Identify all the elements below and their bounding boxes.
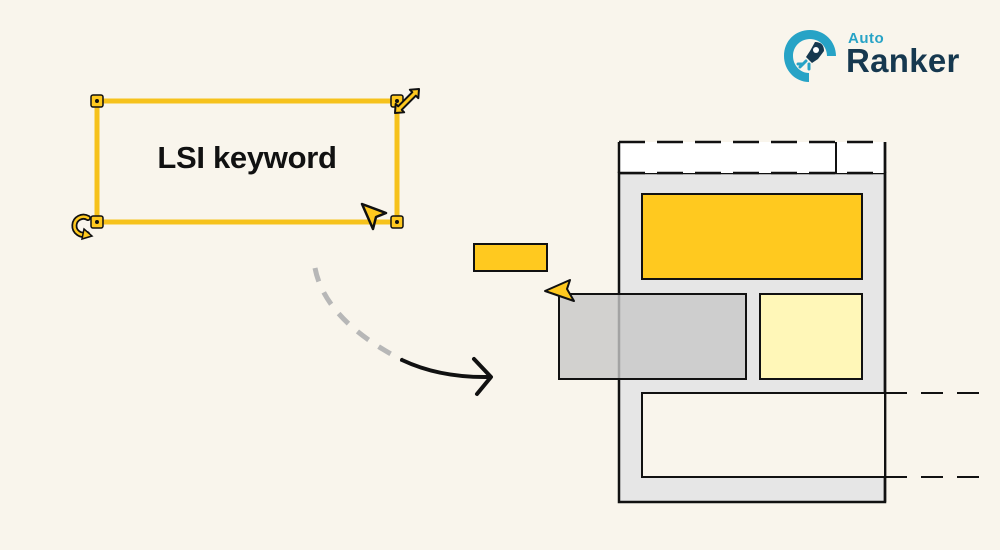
hero-block: [641, 193, 863, 280]
keyword-label: LSI keyword: [157, 140, 337, 175]
keyword-selection-box[interactable]: [94, 98, 400, 225]
selection-handles[interactable]: [90, 94, 404, 229]
keyword-chip: [473, 243, 548, 272]
rocket-icon: [784, 30, 836, 82]
webpage-wireframe: [617, 140, 985, 504]
rotate-icon[interactable]: [71, 213, 94, 241]
auto-ranker-logo: Auto Ranker: [782, 26, 982, 86]
footer-block: [641, 392, 886, 478]
cursor-arrow-icon: [360, 202, 388, 231]
inserted-gray-block: [558, 293, 747, 380]
page-header: [619, 142, 885, 173]
side-card: [759, 293, 863, 380]
small-cursor-arrow-icon: [544, 279, 575, 302]
logo-auto-text: Auto: [848, 30, 885, 47]
resize-diagonal-icon[interactable]: [391, 85, 424, 118]
dashed-path: [312, 267, 404, 363]
curved-arrow-icon: [400, 357, 493, 396]
logo-ranker-text: Ranker: [846, 42, 960, 79]
